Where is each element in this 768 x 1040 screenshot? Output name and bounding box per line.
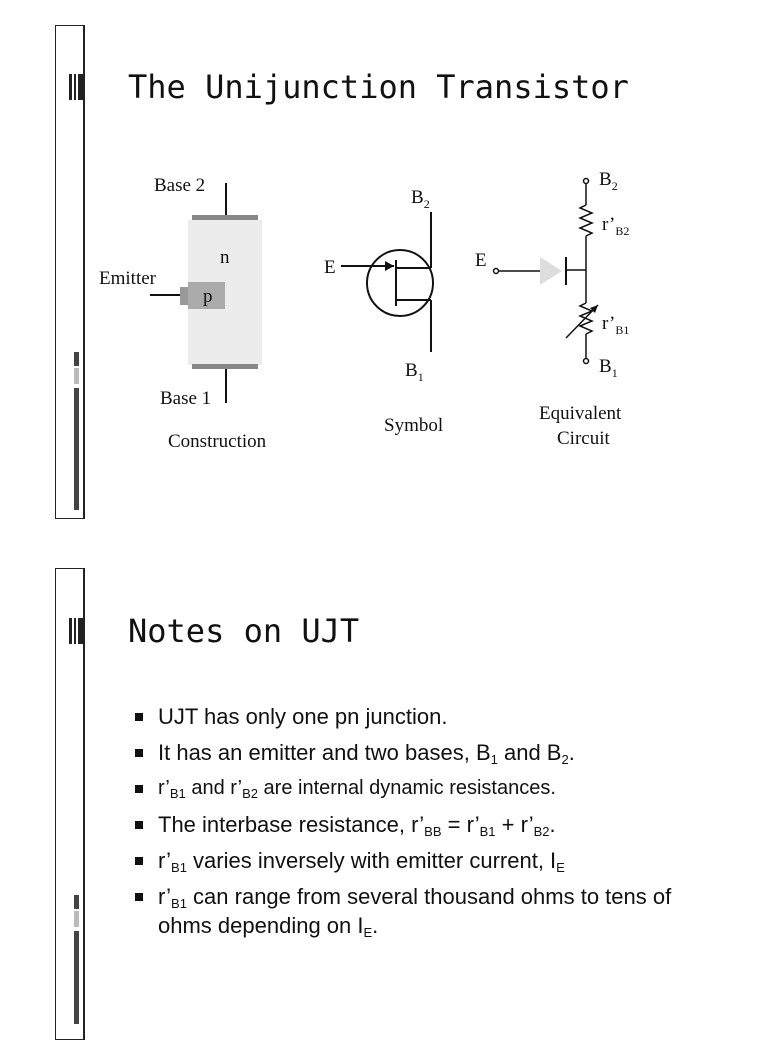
equivalent-circuit: B2 r’B2 E r’B1 B1 Equivalent Circuit <box>475 169 629 449</box>
ujt-diagram: Base 2 n Emitter p Base 1 Construction B… <box>99 169 629 452</box>
slide-side-marks <box>69 618 83 644</box>
bullet-marker <box>135 857 143 865</box>
list-item: The interbase resistance, r’BB = r’B1 + … <box>135 810 695 839</box>
slide-side-frame <box>55 25 85 519</box>
emitter-label: Emitter <box>99 268 157 289</box>
bullet-marker <box>135 713 143 721</box>
eq-b1-label: B1 <box>599 356 618 380</box>
n-region-label: n <box>220 247 230 268</box>
ujt-symbol: B2 E B1 Symbol <box>324 187 443 436</box>
eq-e-label: E <box>475 250 487 271</box>
list-item: r’B1 can range from several thousand ohm… <box>135 882 695 940</box>
slide-side-bar <box>74 388 79 510</box>
eq-caption-line2: Circuit <box>557 428 610 449</box>
slide-side-bar <box>74 368 79 384</box>
slide-side-bar <box>74 895 79 909</box>
slide-title: The Unijunction Transistor <box>128 68 629 106</box>
slide-1: The Unijunction Transistor Base 2 n Emit… <box>55 25 629 519</box>
eq-b2-label: B2 <box>599 169 618 193</box>
list-item: UJT has only one pn junction. <box>135 702 695 731</box>
notes-list: UJT has only one pn junction. It has an … <box>135 702 695 947</box>
bullet-marker <box>135 749 143 757</box>
slide-title: Notes on UJT <box>128 612 360 650</box>
base2-label: Base 2 <box>154 175 205 196</box>
p-region-label: p <box>203 286 213 307</box>
construction-diagram: Base 2 n Emitter p Base 1 Construction <box>99 175 267 452</box>
list-item: r’B1 and r’B2 are internal dynamic resis… <box>135 774 695 803</box>
eq-rb2-label: r’B2 <box>602 214 629 238</box>
list-item: r’B1 varies inversely with emitter curre… <box>135 846 695 875</box>
symbol-caption: Symbol <box>384 415 443 436</box>
construction-caption: Construction <box>168 431 267 452</box>
list-item: It has an emitter and two bases, B1 and … <box>135 738 695 767</box>
symbol-b1-label: B1 <box>405 360 424 384</box>
symbol-e-label: E <box>324 257 336 278</box>
base1-label: Base 1 <box>160 388 211 409</box>
bullet-marker <box>135 893 143 901</box>
slide-side-marks <box>69 74 83 100</box>
bullet-marker <box>135 785 143 793</box>
eq-caption-line1: Equivalent <box>539 403 622 424</box>
slide-side-bar <box>74 931 79 1024</box>
slide-side-bar <box>74 352 79 366</box>
slide-side-frame <box>55 568 85 1040</box>
slide-side-bar <box>74 911 79 927</box>
bullet-marker <box>135 821 143 829</box>
eq-rb1-label: r’B1 <box>602 313 629 337</box>
symbol-b2-label: B2 <box>411 187 430 211</box>
